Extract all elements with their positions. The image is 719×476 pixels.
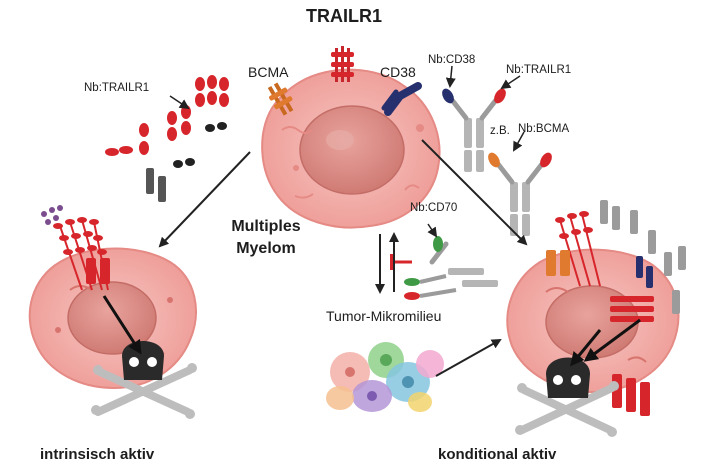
- tumor-cell-left: [28, 247, 197, 390]
- multiple-myeloma-title: Multiples Myelom: [218, 216, 314, 260]
- intrinsic-active-caption: intrinsisch aktiv: [40, 446, 155, 463]
- cd38-label: CD38: [380, 64, 416, 80]
- nb-trailr1-molecules: [105, 75, 229, 202]
- nb-trailr1-right-label: Nb:TRAILR1: [506, 64, 572, 76]
- nb-trailr1-left-label: Nb:TRAILR1: [84, 82, 150, 94]
- death-arrow-right: [570, 329, 602, 367]
- trailr1-receptor: [331, 46, 354, 82]
- skull-icon: [91, 341, 197, 419]
- myeloma-cell-center: [261, 68, 441, 229]
- bcma-label: BCMA: [248, 64, 289, 80]
- trailr1-title: TRAILR1: [306, 6, 382, 26]
- death-arrow-right-2: [583, 318, 641, 362]
- tumor-microenvironment-cells: [326, 342, 444, 412]
- antibody-cluster-right: [546, 200, 686, 416]
- inhibition-icon: [390, 254, 412, 270]
- bispecific-antibodies: [442, 88, 552, 236]
- zb-label: z.B.: [490, 125, 510, 137]
- flow-arrows: [158, 65, 528, 377]
- conditional-active-caption: konditional aktiv: [438, 446, 557, 463]
- antibody-cluster-left: [41, 205, 110, 291]
- bcma-receptor: [267, 82, 294, 116]
- center-title-line1: Multiples: [231, 218, 301, 235]
- nb-bcma-label: Nb:BCMA: [518, 123, 570, 135]
- skull-icon: [515, 357, 619, 437]
- cd38-receptor: [381, 82, 422, 116]
- nb-cd70-label: Nb:CD70: [410, 202, 458, 214]
- nb-cd70-antibody: [404, 236, 498, 300]
- nb-cd38-label: Nb:CD38: [428, 54, 476, 66]
- tumor-microenvironment-label: Tumor-Mikromilieu: [326, 308, 442, 324]
- death-arrow-left: [102, 295, 142, 355]
- center-title-line2: Myelom: [236, 240, 296, 257]
